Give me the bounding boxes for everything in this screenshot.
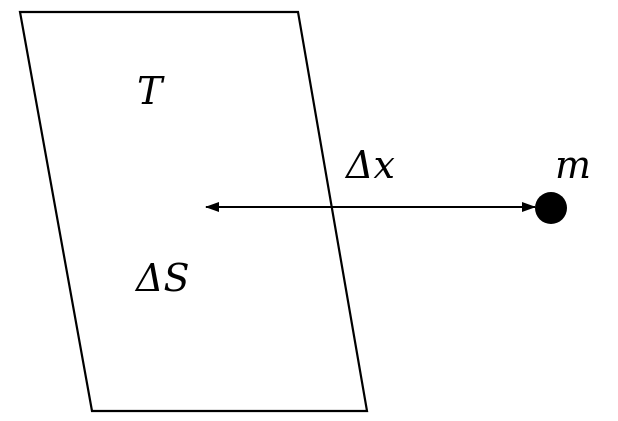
area-label: ΔS (134, 256, 189, 300)
plate-shape (18, 10, 369, 413)
plate-label: T (137, 69, 165, 113)
distance-label: Δx (344, 143, 395, 187)
mass-label: m (555, 143, 591, 187)
mass-point (535, 192, 567, 224)
